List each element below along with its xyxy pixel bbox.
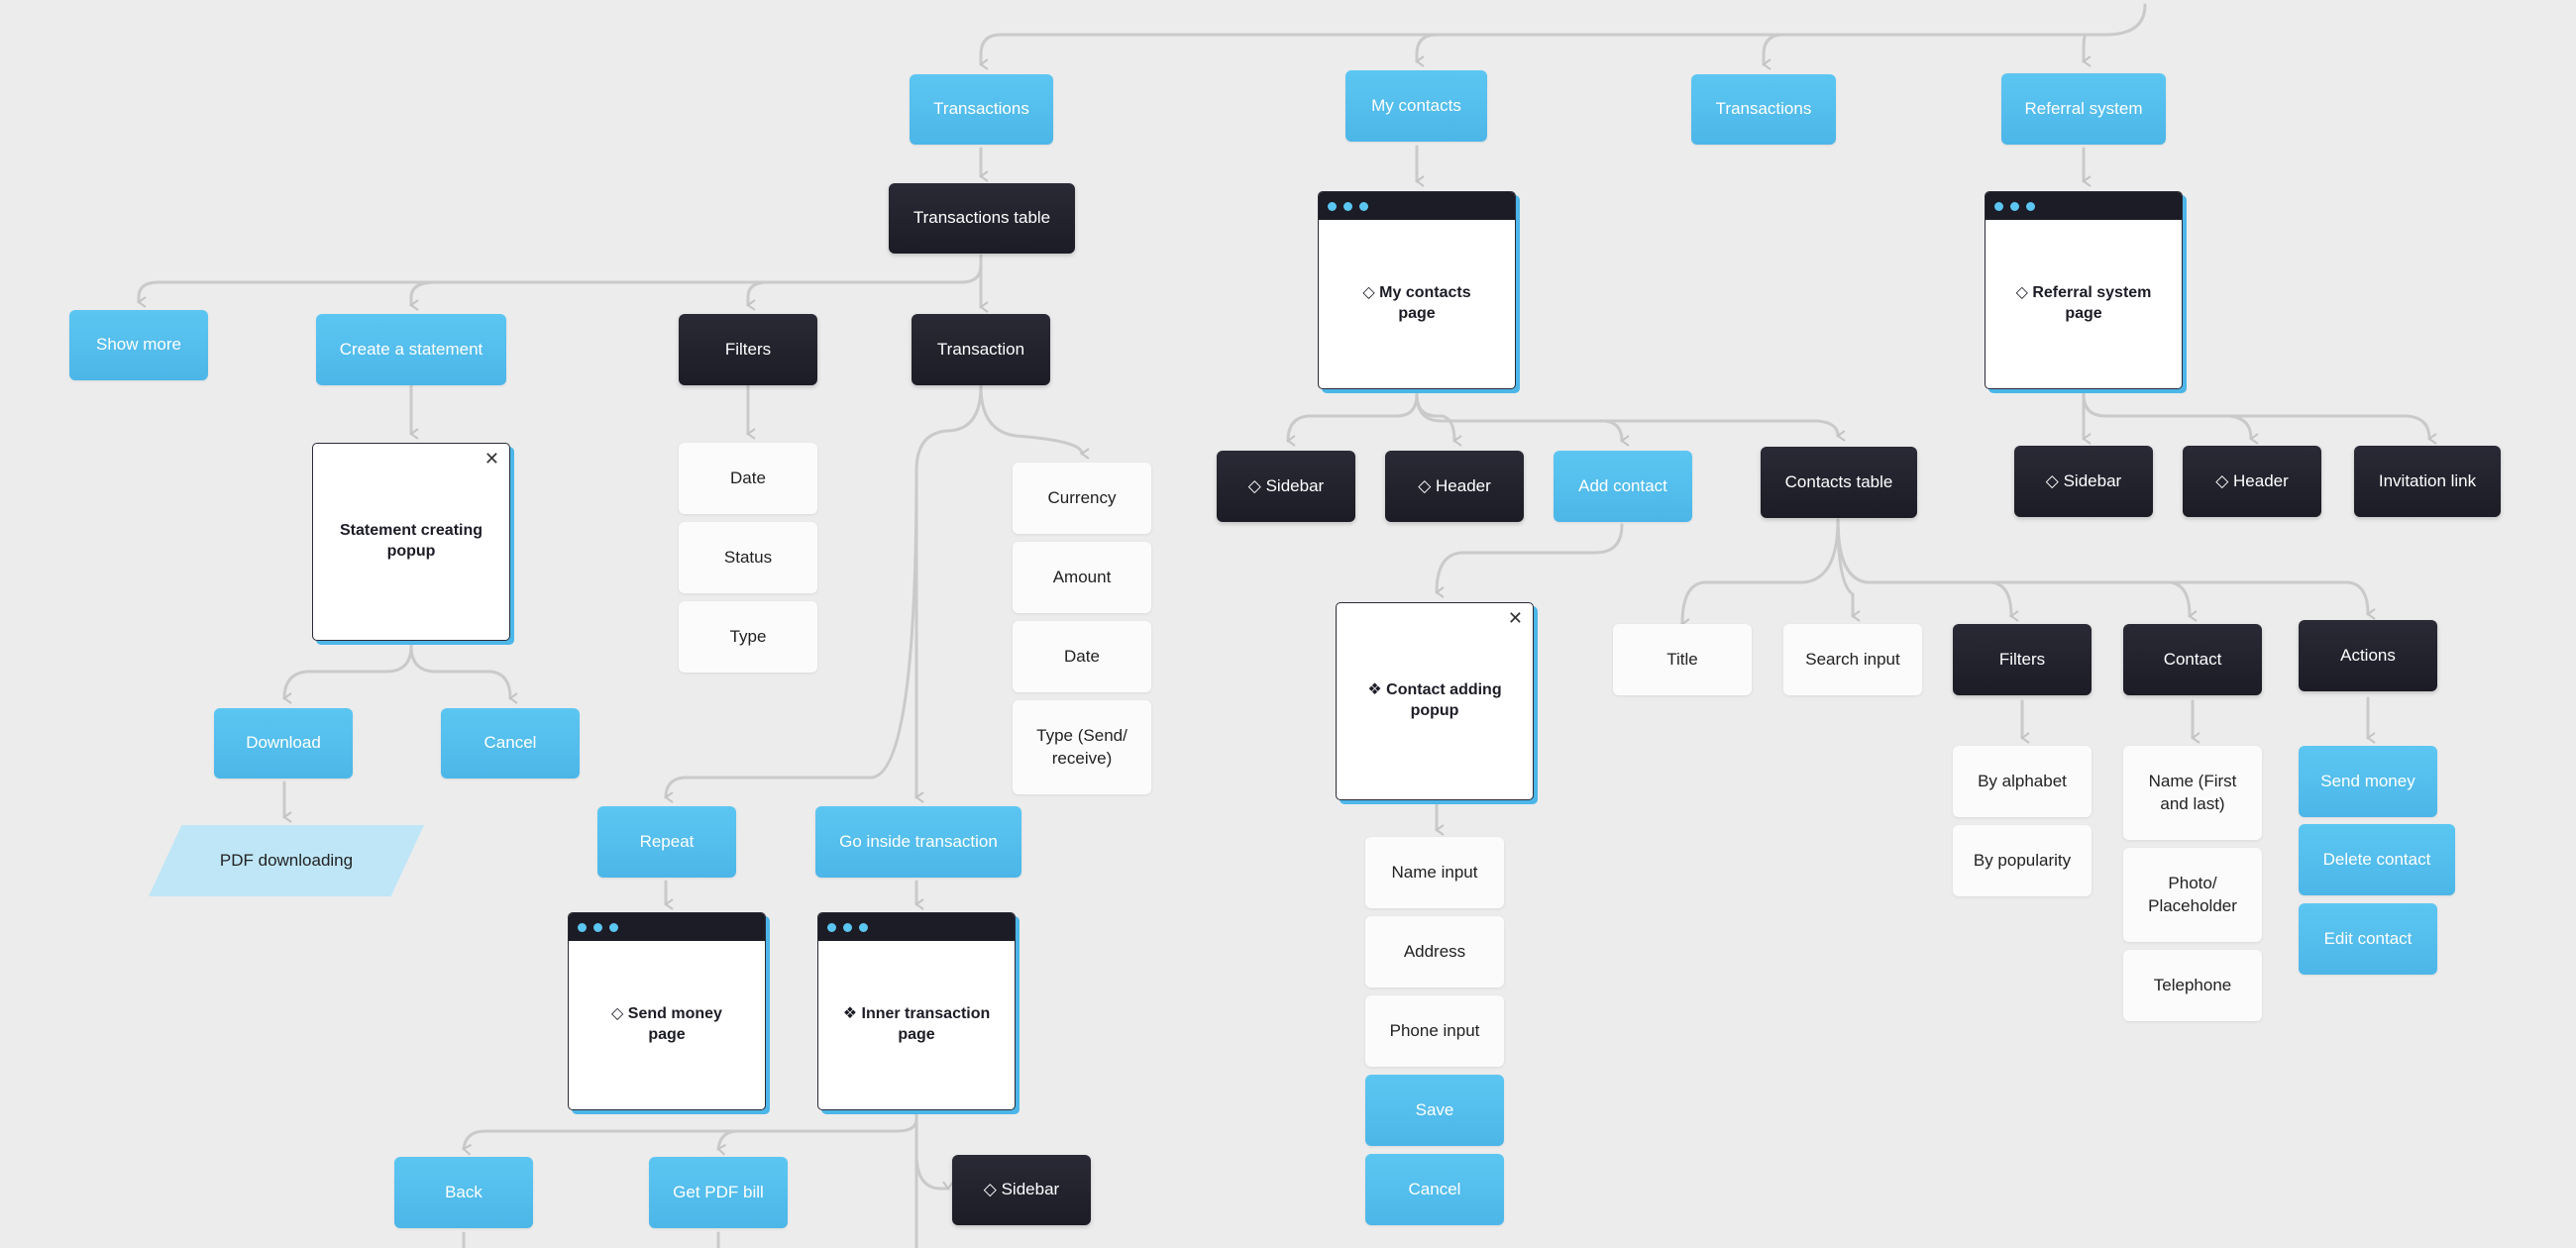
window-dot-icon <box>859 923 868 932</box>
contact-adding-popup[interactable]: ✕ ❖ Contact adding popup <box>1336 602 1534 800</box>
window-dot-icon <box>578 923 587 932</box>
window-dot-icon <box>1343 202 1352 211</box>
repeat-node[interactable]: Repeat <box>597 806 736 878</box>
transactions-node-2[interactable]: Transactions <box>1691 74 1836 145</box>
go-inside-transaction-node[interactable]: Go inside transaction <box>815 806 1021 878</box>
filters-node[interactable]: Filters <box>679 314 817 385</box>
popup-title: Statement creating popup <box>339 522 483 560</box>
by-popularity-node[interactable]: By popularity <box>1953 825 2092 896</box>
window-dot-icon <box>2010 202 2019 211</box>
search-input-node[interactable]: Search input <box>1783 624 1922 695</box>
window-title: ❖ Inner transaction page <box>842 1005 991 1043</box>
send-money-node[interactable]: Send money <box>2299 746 2437 817</box>
sidebar-node-3[interactable]: ◇ Sidebar <box>952 1155 1091 1225</box>
name-input-node[interactable]: Name input <box>1365 837 1504 908</box>
delete-contact-node[interactable]: Delete contact <box>2299 824 2455 895</box>
by-alphabet-node[interactable]: By alphabet <box>1953 746 2092 817</box>
date-filter-node[interactable]: Date <box>679 443 817 514</box>
window-title: ◇ My contacts page <box>1362 284 1471 322</box>
window-titlebar <box>818 913 1015 941</box>
download-node[interactable]: Download <box>214 708 353 779</box>
window-titlebar <box>569 913 765 941</box>
pdf-downloading-node[interactable]: PDF downloading <box>149 825 424 896</box>
date-node[interactable]: Date <box>1013 621 1151 692</box>
sidebar-node-1[interactable]: ◇ Sidebar <box>1217 451 1355 522</box>
save-node[interactable]: Save <box>1365 1075 1504 1146</box>
invitation-link-node[interactable]: Invitation link <box>2354 446 2501 517</box>
title-node[interactable]: Title <box>1613 624 1752 695</box>
window-dot-icon <box>843 923 852 932</box>
referral-system-node[interactable]: Referral system <box>2001 73 2166 145</box>
phone-input-node[interactable]: Phone input <box>1365 995 1504 1067</box>
transactions-node[interactable]: Transactions <box>910 74 1053 145</box>
my-contacts-node[interactable]: My contacts <box>1345 70 1487 142</box>
name-first-last-node[interactable]: Name (First and last) <box>2123 746 2262 840</box>
edit-contact-node[interactable]: Edit contact <box>2299 903 2437 975</box>
type-filter-node[interactable]: Type <box>679 601 817 673</box>
contacts-table-node[interactable]: Contacts table <box>1761 447 1917 518</box>
cancel-node-2[interactable]: Cancel <box>1365 1154 1504 1225</box>
send-money-page-window[interactable]: ◇ Send money page <box>568 912 766 1110</box>
currency-node[interactable]: Currency <box>1013 463 1151 534</box>
window-titlebar <box>1986 192 2182 220</box>
filters-node-2[interactable]: Filters <box>1953 624 2092 695</box>
actions-node[interactable]: Actions <box>2299 620 2437 691</box>
window-dot-icon <box>2026 202 2035 211</box>
add-contact-node[interactable]: Add contact <box>1554 451 1692 522</box>
window-dot-icon <box>1359 202 1368 211</box>
my-contacts-page-window[interactable]: ◇ My contacts page <box>1318 191 1516 389</box>
transaction-node[interactable]: Transaction <box>912 314 1050 385</box>
close-icon[interactable]: ✕ <box>483 449 499 468</box>
window-dot-icon <box>609 923 618 932</box>
window-title: ◇ Referral system page <box>2015 284 2152 322</box>
cancel-node[interactable]: Cancel <box>441 708 580 779</box>
show-more-node[interactable]: Show more <box>69 310 208 380</box>
window-dot-icon <box>593 923 602 932</box>
window-dot-icon <box>1328 202 1337 211</box>
window-titlebar <box>1319 192 1515 220</box>
header-node-1[interactable]: ◇ Header <box>1385 451 1524 522</box>
window-dot-icon <box>827 923 836 932</box>
create-statement-node[interactable]: Create a statement <box>316 314 506 385</box>
window-dot-icon <box>1994 202 2003 211</box>
popup-title: ❖ Contact adding popup <box>1367 681 1502 719</box>
statement-creating-popup[interactable]: ✕ Statement creating popup <box>312 443 510 641</box>
sidebar-node-2[interactable]: ◇ Sidebar <box>2014 446 2153 517</box>
photo-placeholder-node[interactable]: Photo/ Placeholder <box>2123 848 2262 942</box>
type-send-receive-node[interactable]: Type (Send/ receive) <box>1013 700 1151 794</box>
close-icon[interactable]: ✕ <box>1507 608 1523 628</box>
get-pdf-bill-node[interactable]: Get PDF bill <box>649 1157 788 1228</box>
window-title: ◇ Send money page <box>611 1005 722 1043</box>
header-node-2[interactable]: ◇ Header <box>2183 446 2321 517</box>
referral-system-page-window[interactable]: ◇ Referral system page <box>1985 191 2183 389</box>
status-filter-node[interactable]: Status <box>679 522 817 593</box>
inner-transaction-page-window[interactable]: ❖ Inner transaction page <box>817 912 1016 1110</box>
back-node[interactable]: Back <box>394 1157 533 1228</box>
address-node[interactable]: Address <box>1365 916 1504 988</box>
transactions-table-node[interactable]: Transactions table <box>889 183 1075 254</box>
contact-node[interactable]: Contact <box>2123 624 2262 695</box>
telephone-node[interactable]: Telephone <box>2123 950 2262 1021</box>
amount-node[interactable]: Amount <box>1013 542 1151 613</box>
